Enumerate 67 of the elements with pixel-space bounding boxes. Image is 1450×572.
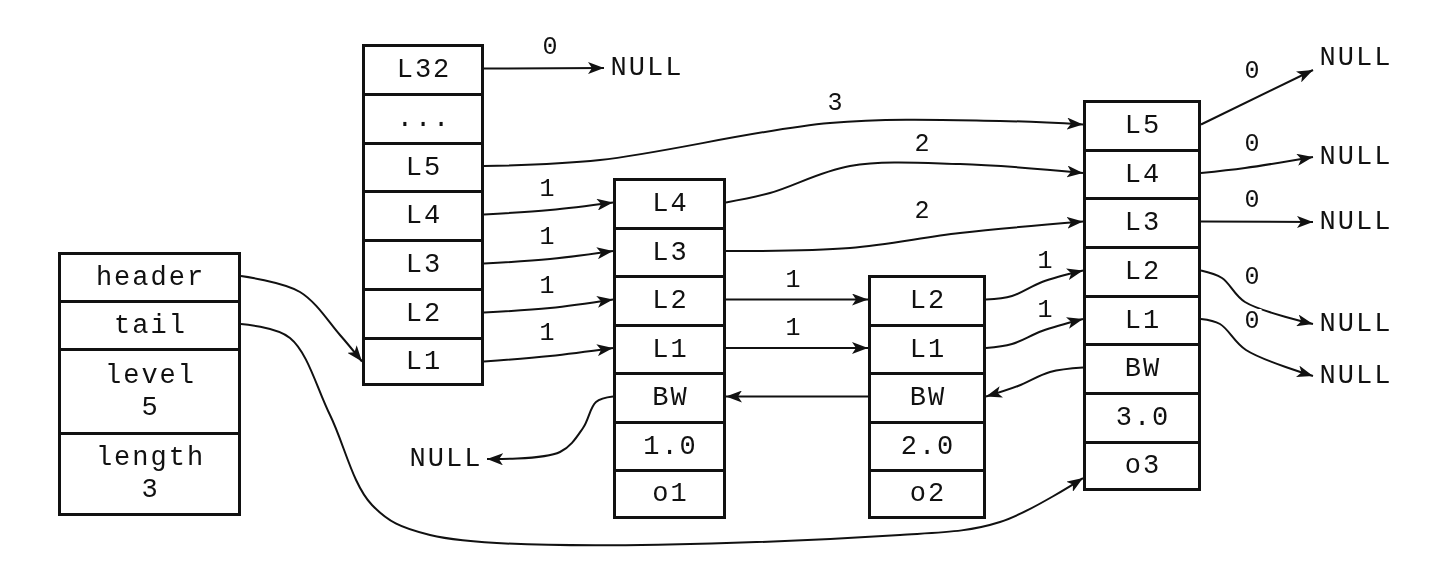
node-column [58, 252, 241, 516]
arrow [1200, 69, 1314, 126]
arrow [1200, 153, 1314, 174]
field-label: BW [908, 382, 947, 414]
arrow [483, 247, 614, 265]
arrow [483, 117, 1084, 167]
field-label: L4 [1123, 158, 1162, 191]
field-label: ... [395, 103, 452, 135]
field-label: L2 [1123, 256, 1162, 288]
field-label: L2 [908, 285, 947, 317]
field-label: length [94, 442, 206, 474]
null-label: NULL [1313, 309, 1397, 339]
null-label: NULL [1313, 207, 1397, 237]
arrow [725, 342, 869, 354]
arrow [486, 395, 614, 466]
node-column [1083, 100, 1201, 491]
arrow [985, 366, 1084, 398]
node-column [868, 275, 986, 519]
field-label: L4 [404, 200, 443, 232]
null-label: NULL [604, 53, 688, 83]
field-label: header [94, 261, 206, 294]
arrow [725, 161, 1084, 204]
null-label: NULL [1313, 43, 1397, 73]
arrow [240, 323, 1084, 547]
arrow [725, 216, 1084, 252]
field-value: 5 [140, 391, 160, 424]
field-label: 2.0 [899, 430, 956, 463]
null-label: NULL [403, 444, 487, 474]
arrow [1200, 269, 1314, 327]
null-label: NULL [1313, 361, 1397, 391]
field-label: tail [113, 309, 187, 342]
field-label: L5 [404, 151, 443, 184]
arrow [483, 62, 605, 75]
field-label: L3 [651, 236, 689, 269]
field-label: o2 [908, 478, 947, 510]
field-value: 3 [140, 474, 160, 506]
arrow [985, 268, 1084, 301]
field-label: BW [651, 382, 689, 414]
field-label: L3 [1123, 207, 1162, 239]
field-label: L4 [651, 188, 689, 220]
field-label: L2 [404, 298, 443, 330]
field-label: 3.0 [1114, 402, 1171, 434]
field-label: o1 [651, 478, 689, 510]
arrow [483, 344, 614, 363]
field-label: L1 [404, 345, 443, 378]
field-label: L1 [651, 333, 689, 366]
field-label: L2 [651, 285, 689, 317]
arrow [483, 198, 614, 216]
node-column [613, 178, 726, 519]
field-label: L3 [404, 249, 443, 281]
arrow [725, 390, 869, 403]
field-label: BW [1123, 353, 1162, 385]
field-label: L32 [395, 54, 452, 86]
field-label: L1 [1123, 304, 1162, 337]
arrow [725, 293, 869, 306]
field-label: L1 [908, 333, 947, 366]
null-label: NULL [1313, 142, 1397, 172]
arrow [483, 295, 614, 314]
arrow [1200, 215, 1314, 228]
arrow [240, 275, 363, 363]
field-label: L5 [1123, 110, 1162, 142]
arrow [1200, 318, 1314, 378]
arrow [985, 317, 1084, 349]
field-label: 1.0 [642, 430, 698, 463]
node-column [362, 44, 484, 386]
field-label: level [104, 359, 196, 392]
field-label: o3 [1123, 450, 1162, 482]
